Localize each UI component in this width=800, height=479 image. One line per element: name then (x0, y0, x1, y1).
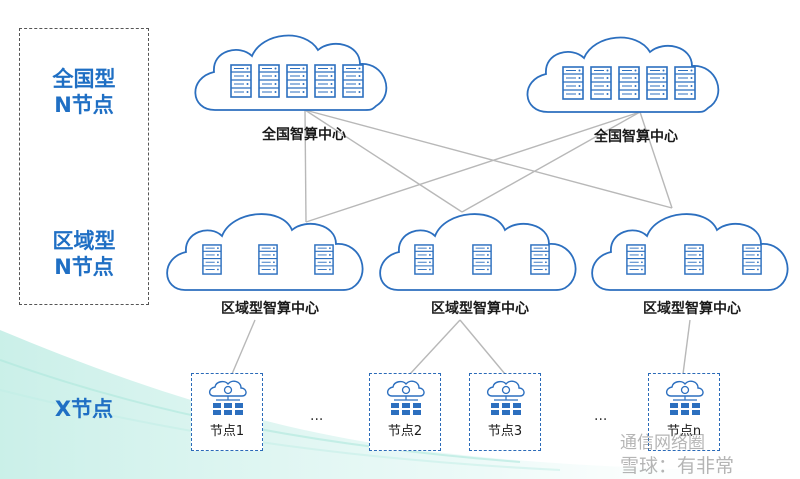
edge-node-icon (386, 380, 425, 415)
x-node-2: 节点2 (369, 373, 441, 451)
ellipsis-1: ... (310, 408, 324, 424)
regional-center-label-1: 区域型智算中心 (221, 301, 319, 317)
regional-center-label-3: 区域型智算中心 (643, 301, 741, 317)
tier-label-regional: 区域型 N节点 (52, 229, 116, 279)
links-national-regional (304, 109, 673, 223)
cloud-national-1 (194, 34, 388, 111)
x-node-label: 节点n (666, 424, 702, 439)
tier-label-x: X节点 (54, 397, 114, 421)
watermark-line-1: 通信网络圈 (620, 433, 705, 453)
regional-center-label-2: 区域型智算中心 (431, 301, 529, 317)
national-center-label-1: 全国智算中心 (262, 127, 346, 143)
edge-node-icon (665, 380, 704, 415)
tier-label-national: 全国型 N节点 (52, 67, 116, 117)
x-node-label: 节点2 (387, 424, 423, 439)
edge-node-icon (486, 380, 525, 415)
x-node-label: 节点3 (487, 424, 523, 439)
x-node-label: 节点1 (209, 424, 245, 439)
cloud-national-2 (526, 36, 720, 113)
cloud-regional-1 (166, 213, 364, 291)
cloud-regional-2 (379, 213, 577, 291)
x-node-1: 节点1 (191, 373, 263, 451)
x-node-3: 节点3 (469, 373, 541, 451)
watermark-line-2: 雪球：有非常 (620, 455, 735, 477)
edge-node-icon (208, 380, 247, 415)
cloud-regional-3 (591, 213, 789, 291)
watermark: 通信网络圈 雪球：有非常 (620, 428, 734, 478)
ellipsis-2: ... (594, 408, 608, 424)
national-center-label-2: 全国智算中心 (594, 129, 678, 145)
x-node-n: 节点n (648, 373, 720, 451)
tier-group-box (19, 28, 149, 305)
links-regional-x (231, 319, 691, 375)
